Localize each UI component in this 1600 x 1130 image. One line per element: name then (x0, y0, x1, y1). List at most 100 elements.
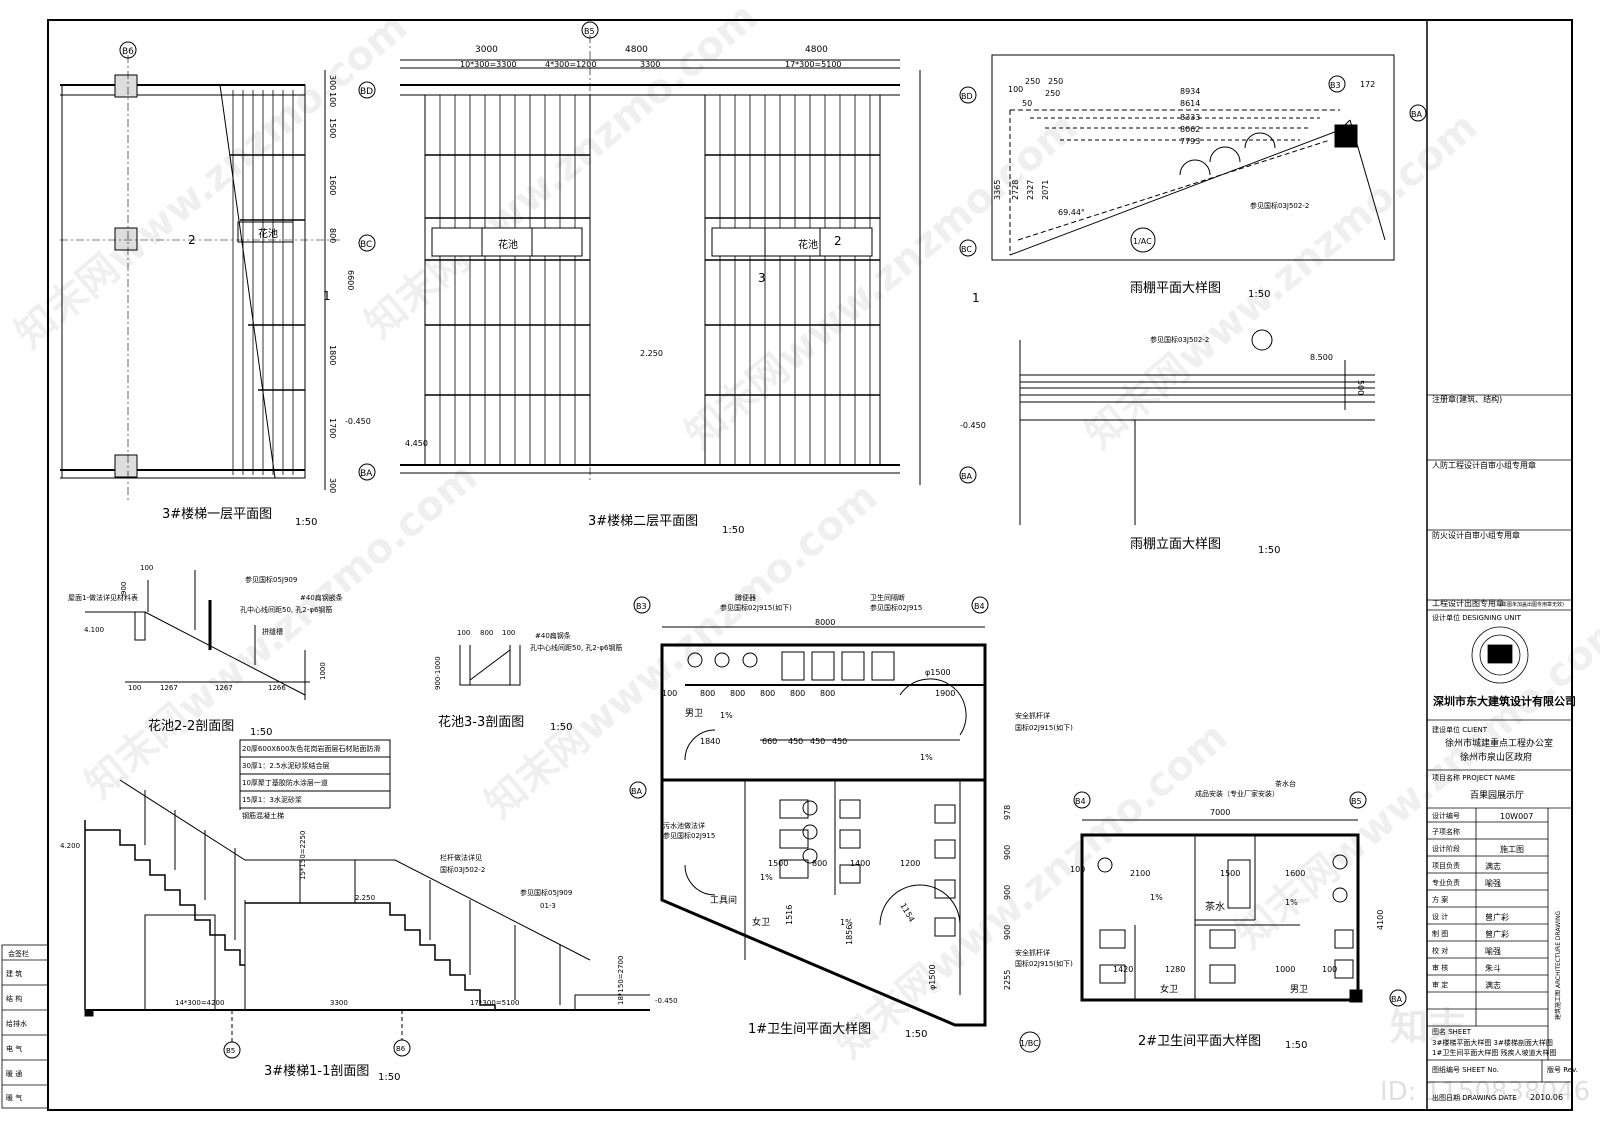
client-name: 徐州市泉山区政府 (1460, 751, 1532, 763)
drawing-title: 花池3-3剖面图 (438, 714, 524, 730)
elevation-label: 4.200 (60, 842, 80, 850)
legend-row: 建 筑 (6, 969, 22, 978)
axis-label: B4 (1075, 797, 1086, 806)
sheet-title: 1#卫生间平面大样图 残疾人坡道大样图 (1432, 1048, 1557, 1057)
elevation-label: -0.450 (345, 417, 371, 426)
row-value: 喻强 (1485, 878, 1501, 888)
dim: 1000 (1275, 965, 1295, 974)
dim: 1856 (845, 925, 854, 945)
note: 卫生间隔断 (870, 593, 905, 602)
note: 拼缝槽 (262, 627, 283, 636)
svg-text:800: 800 (328, 228, 337, 243)
note: 污水池做法详 (663, 821, 705, 830)
dim: 100 (1322, 965, 1337, 974)
section-mark: 1 (972, 291, 980, 305)
client-name: 徐州市城建重点工程办公室 (1445, 737, 1553, 749)
dim: 500 (1356, 380, 1365, 395)
dim: 900-1000 (434, 656, 442, 690)
room-label: 男卫 (685, 708, 703, 719)
dim: 800 (700, 689, 715, 698)
note: 参见国标05J909 (245, 575, 297, 584)
svg-text:300: 300 (328, 478, 337, 493)
civil-defense-label: 人防工程设计自审小组专用章 (1432, 460, 1536, 470)
title-block-text: 注册章(建筑、结构) 人防工程设计自审小组专用章 防火设计自审小组专用章 工程设… (1432, 394, 1578, 1102)
dim: 450 (810, 737, 825, 746)
note: 参见国标03J502-2 (1150, 335, 1209, 344)
svg-text:6600: 6600 (346, 270, 355, 290)
drawing-title: 3#楼梯一层平面图 (162, 507, 272, 522)
note: 安全抓杆详 (1015, 711, 1050, 720)
sheet-no-label: 图纸编号 SHEET No. (1432, 1065, 1499, 1074)
signoff-legend (1, 944, 49, 1109)
row-label: 方 案 (1432, 895, 1448, 904)
dim: 7000 (1210, 808, 1230, 817)
dim-top2: 4*300=1200 (545, 60, 596, 69)
row-value: 满志 (1485, 980, 1501, 990)
dim: 8333 (1180, 113, 1200, 122)
legend-row: 暖 通 (6, 1069, 22, 1078)
brand-watermark: 知末 (1390, 1005, 1466, 1049)
dim: 2728 (1011, 180, 1020, 200)
room-label: 女卫 (1160, 983, 1178, 995)
axis-label: BD (360, 87, 373, 97)
flower-section-22 (85, 570, 310, 700)
dim: 1266 (268, 684, 286, 692)
dim: 8614 (1180, 99, 1200, 108)
dim: 800 (812, 859, 827, 868)
slope-label: 1% (1150, 893, 1163, 902)
axis-label: B6 (396, 1045, 406, 1053)
dim: 172 (1360, 80, 1375, 89)
stair-treads-2a (439, 95, 576, 465)
date-label: 出图日期 DRAWING DATE (1432, 1093, 1517, 1102)
dim: 1500 (768, 859, 788, 868)
rev-label: 版号 Rev. (1547, 1065, 1578, 1074)
axis-label: B6 (122, 47, 134, 57)
axis-label: 1/BC (1020, 1039, 1039, 1048)
axis-label: B5 (226, 1047, 235, 1055)
axis-label: BC (360, 240, 372, 250)
dim: 450 (788, 737, 803, 746)
note: 20厚600X600灰色花岗岩面层石材贴面防滑 (242, 744, 380, 753)
axis-label: BC (961, 245, 972, 254)
axis-label: BD (961, 92, 973, 101)
dim: 50 (1022, 99, 1032, 108)
dim: 8000 (815, 618, 835, 627)
section-mark: 1 (323, 289, 331, 303)
svg-text:100: 100 (328, 92, 337, 107)
canopy-plan (991, 54, 1427, 261)
dim: 250 (1048, 77, 1063, 86)
stair-section-11 (84, 739, 650, 1059)
note: 栏杆做法详见 (440, 853, 482, 862)
dim: 2100 (1130, 869, 1150, 878)
section-mark: 2 (188, 233, 196, 247)
drawing-scale: 1:50 (295, 517, 317, 528)
slope-label: 1% (840, 918, 853, 927)
toilet-1-labels: B3 B4 BA 1/BC 8000 100 800 800 800 800 8… (631, 593, 1073, 1048)
axis-label: BA (961, 472, 972, 481)
elevation-label: -0.450 (655, 997, 678, 1005)
dim: 1600 (1285, 869, 1305, 878)
dim: 1280 (1165, 965, 1185, 974)
drawing-date: 2010.06 (1530, 1093, 1563, 1102)
toilet-1-plan (629, 596, 1041, 1053)
drawing-title: 雨棚立面大样图 (1130, 537, 1221, 552)
dim: 1516 (785, 905, 794, 925)
axis-label: B3 (636, 602, 647, 611)
room-label: 茶水 (1205, 900, 1225, 913)
stair-plan-1 (60, 41, 376, 500)
dim: 69.44° (1058, 208, 1085, 217)
dim-top2: 17*300=5100 (785, 60, 842, 69)
side-text: 建筑施工图 ARCHITECTURE DRAWING (1554, 911, 1562, 1020)
dim: 1267 (160, 684, 178, 692)
row-label: 设计编号 (1432, 811, 1460, 820)
dim: 1840 (700, 737, 720, 746)
drawing-scale: 1:50 (378, 1072, 400, 1083)
axis-label: BA (1411, 110, 1422, 119)
dim: 7793 (1180, 137, 1200, 146)
dim: 2071 (1041, 180, 1050, 200)
drawing-title: 1#卫生间平面大样图 (748, 1022, 871, 1037)
stair-section-11-labels: 20厚600X600灰色花岗岩面层石材贴面防滑 30厚1：2.5水泥砂浆结合层 … (60, 744, 678, 1083)
slope-label: 1% (720, 711, 733, 720)
slope-label: 1% (920, 753, 933, 762)
